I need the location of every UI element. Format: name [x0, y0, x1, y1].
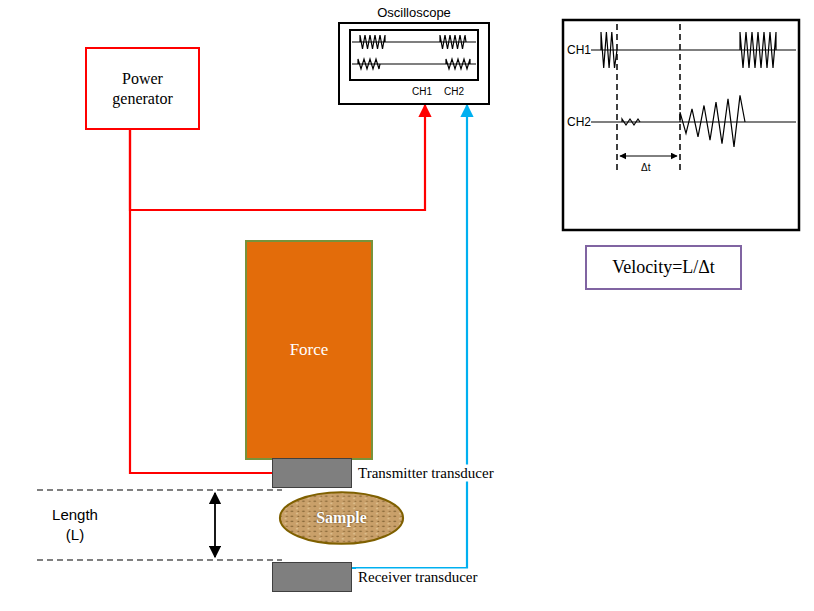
sample-body [280, 492, 403, 544]
wave-burst [680, 95, 745, 147]
time-marker [679, 24, 681, 170]
wave-burst [358, 59, 380, 69]
wave-burst [360, 35, 385, 49]
wave-burst [601, 32, 617, 68]
wave-baseline [352, 63, 476, 64]
node-label: Sample [316, 509, 367, 527]
scope-screen [350, 30, 478, 80]
node-label: Transmitter transducer [356, 465, 496, 482]
dimension-line [37, 489, 282, 490]
node-label: Velocity=L/Δt [612, 257, 715, 278]
sample-ellipse: Sample [278, 490, 405, 546]
channel-label: CH1 [567, 43, 591, 57]
panel-traces [590, 32, 796, 147]
wave-burst [622, 119, 640, 125]
receiver-transducer: Receiver transducer [272, 562, 352, 592]
wave-burst [440, 35, 466, 49]
node-label: Oscilloscope [340, 5, 488, 20]
wave-burst [446, 59, 470, 69]
delta-arrow [620, 156, 677, 157]
dimension-label: Length (L) [42, 505, 108, 546]
wave-burst [740, 32, 776, 68]
scope-traces [352, 35, 476, 69]
channel-label: CH2 [444, 86, 464, 97]
time-marker [616, 24, 618, 170]
node-label: Power generator [93, 69, 192, 109]
power-generator-box: Power generator [85, 47, 200, 130]
oscilloscope-box: OscilloscopeCH1CH2 [338, 22, 490, 105]
signal-panel [563, 20, 799, 230]
dimension-line [37, 559, 282, 560]
wave-baseline [590, 121, 796, 122]
formula-box: Velocity=L/Δt [585, 245, 742, 290]
node-label: Receiver transducer [356, 569, 480, 586]
transmitter-transducer: Transmitter transducer [272, 458, 352, 488]
time-interval-label: Δt [641, 162, 650, 173]
node-label: Force [290, 340, 329, 360]
dimension-arrow [214, 493, 216, 557]
channel-label: CH1 [412, 86, 432, 97]
channel-label: CH2 [567, 115, 591, 129]
force-actuator: Force [245, 240, 373, 460]
